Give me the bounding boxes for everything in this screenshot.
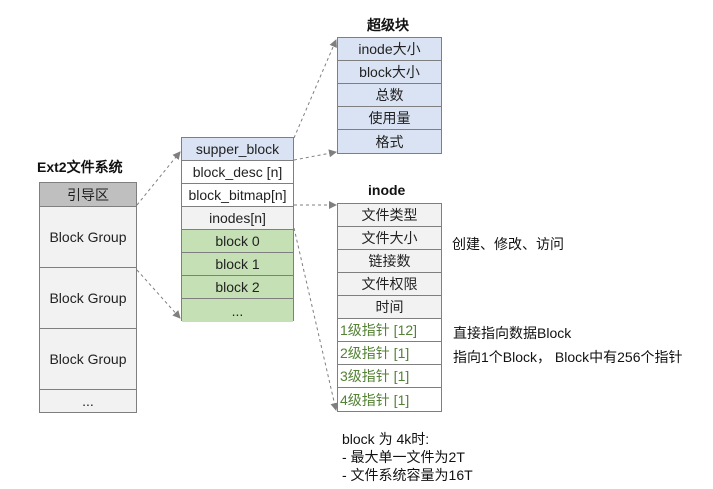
block-group-2: Block Group <box>40 268 136 329</box>
inode-level2-pointer: 2级指针 [1] <box>338 342 441 365</box>
footer-line-1: block 为 4k时: <box>342 431 430 447</box>
arrow-superblock-to-bottom <box>293 149 337 161</box>
boot-block: 引导区 <box>40 183 136 207</box>
inode-permissions: 文件权限 <box>338 273 441 296</box>
ext2-ellipsis: ... <box>40 390 136 412</box>
footer-line-3: - 文件系统容量为16T <box>342 467 473 483</box>
inode-level3-pointer: 3级指针 [1] <box>338 365 441 388</box>
sb-total: 总数 <box>338 84 441 107</box>
block-group-1: Block Group <box>40 207 136 268</box>
sb-format: 格式 <box>338 130 441 153</box>
ext2-title: Ext2文件系统 <box>37 159 123 175</box>
inode-level4-pointer: 4级指针 [1] <box>338 388 441 411</box>
arrow-blockgroup-to-last-block <box>136 269 181 319</box>
inode-link-count: 链接数 <box>338 250 441 273</box>
block-ellipsis-cell: ... <box>182 299 293 322</box>
block-bitmap-cell: block_bitmap[n] <box>182 184 293 207</box>
inode-file-size: 文件大小 <box>338 227 441 250</box>
arrow-inodes-to-inode-bottom <box>293 227 339 411</box>
inode-file-type: 文件类型 <box>338 204 441 227</box>
note-file-size: 创建、修改、访问 <box>452 236 564 252</box>
block-2-cell: block 2 <box>182 276 293 299</box>
block-desc-cell: block_desc [n] <box>182 161 293 184</box>
superblock-column: inode大小 block大小 总数 使用量 格式 <box>337 37 442 154</box>
note-indirect-pointer: 指向1个Block， Block中有256个指针 <box>453 349 683 365</box>
block-group-3: Block Group <box>40 329 136 390</box>
footer-line-2: - 最大单一文件为2T <box>342 449 465 465</box>
sb-inode-size: inode大小 <box>338 38 441 61</box>
inode-column: 文件类型 文件大小 链接数 文件权限 时间 1级指针 [12] 2级指针 [1]… <box>337 203 442 412</box>
arrow-superblock-to-top <box>293 39 337 139</box>
block-1-cell: block 1 <box>182 253 293 276</box>
note-direct-pointer: 直接指向数据Block <box>453 325 572 341</box>
superblock-title: 超级块 <box>367 17 409 33</box>
inodes-cell: inodes[n] <box>182 207 293 230</box>
inode-time: 时间 <box>338 296 441 319</box>
sb-block-size: block大小 <box>338 61 441 84</box>
ext2-column: 引导区 Block Group Block Group Block Group … <box>39 182 137 413</box>
sb-usage: 使用量 <box>338 107 441 130</box>
arrow-blockgroup-to-superblock <box>136 151 181 206</box>
block-0-cell: block 0 <box>182 230 293 253</box>
inode-title: inode <box>368 182 406 198</box>
supper-block-cell: supper_block <box>182 138 293 161</box>
block-group-detail: supper_block block_desc [n] block_bitmap… <box>181 137 294 322</box>
inode-level1-pointer: 1级指针 [12] <box>338 319 441 342</box>
